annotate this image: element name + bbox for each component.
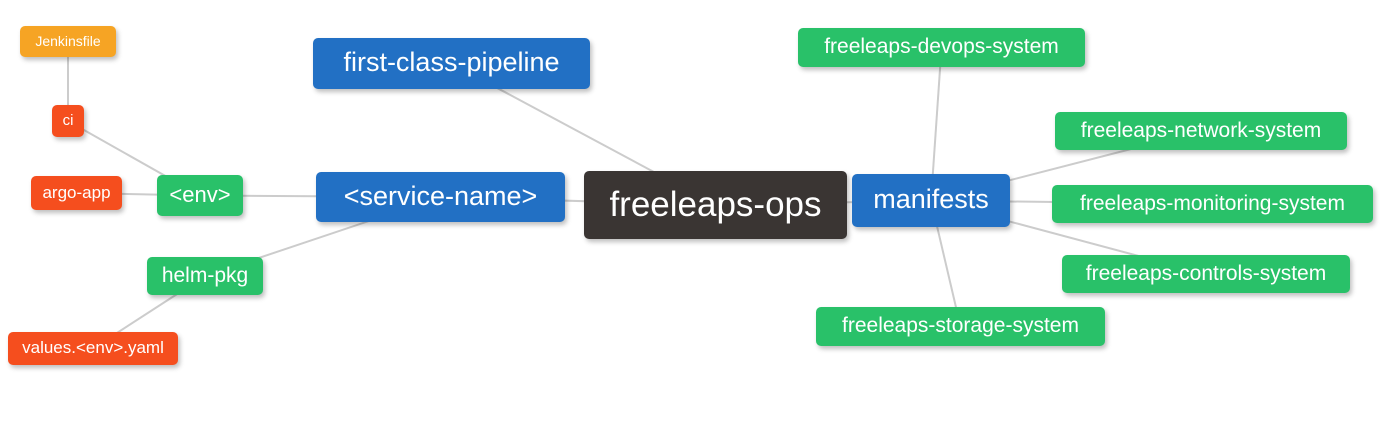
node-label: Jenkinsfile — [35, 32, 101, 49]
node-label: freeleaps-network-system — [1080, 118, 1322, 142]
node-service-name[interactable]: <service-name> — [316, 172, 565, 222]
node-label: freeleaps-storage-system — [842, 314, 1079, 337]
node-label: first-class-pipeline — [343, 47, 560, 77]
node-freeleaps-network-system[interactable]: freeleaps-network-system — [1055, 112, 1347, 150]
node-env[interactable]: <env> — [157, 175, 243, 216]
node-label: argo-app — [42, 182, 111, 202]
node-label: manifests — [873, 184, 989, 214]
node-label: freeleaps-monitoring-system — [1080, 191, 1345, 215]
node-freeleaps-storage-system[interactable]: freeleaps-storage-system — [816, 307, 1105, 346]
node-label: freeleaps-ops — [609, 184, 822, 224]
node-ci[interactable]: ci — [52, 105, 84, 137]
node-jenkinsfile[interactable]: Jenkinsfile — [20, 26, 116, 57]
node-freeleaps-monitoring-system[interactable]: freeleaps-monitoring-system — [1052, 185, 1373, 223]
node-values-env-yaml[interactable]: values.<env>.yaml — [8, 332, 178, 365]
node-helm-pkg[interactable]: helm-pkg — [147, 257, 263, 295]
node-label: freeleaps-controls-system — [1085, 261, 1327, 285]
node-first-class-pipeline[interactable]: first-class-pipeline — [313, 38, 590, 89]
node-label: helm-pkg — [161, 263, 249, 287]
node-freeleaps-controls-system[interactable]: freeleaps-controls-system — [1062, 255, 1350, 293]
node-argo-app[interactable]: argo-app — [31, 176, 122, 210]
node-freeleaps-ops[interactable]: freeleaps-ops — [584, 171, 847, 239]
node-manifests[interactable]: manifests — [852, 174, 1010, 227]
node-label: <env> — [169, 181, 231, 207]
node-label: ci — [62, 111, 74, 129]
node-label: values.<env>.yaml — [22, 338, 164, 357]
node-label: freeleaps-devops-system — [824, 35, 1059, 58]
node-freeleaps-devops-system[interactable]: freeleaps-devops-system — [798, 28, 1085, 67]
node-label: <service-name> — [343, 180, 538, 211]
